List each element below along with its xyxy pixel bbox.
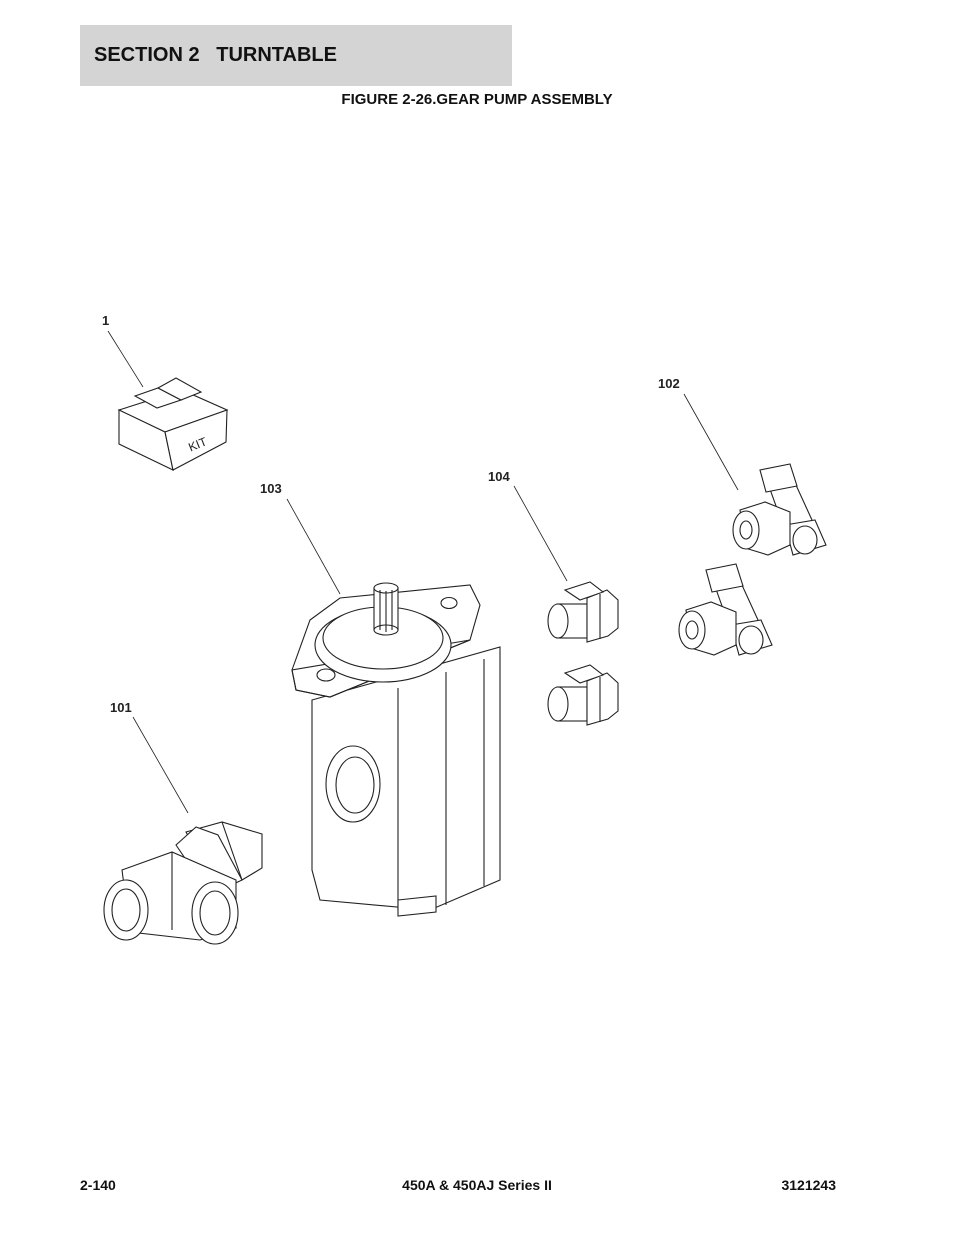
callout-small-tee: 102 <box>658 376 680 391</box>
small-tee-fitting-upper <box>732 463 827 556</box>
footer-part-number: 3121243 <box>781 1177 836 1193</box>
leader-line-adapter <box>513 485 568 582</box>
section-header: SECTION 2 TURNTABLE <box>80 25 512 86</box>
kit-label: KIT <box>186 434 209 454</box>
leader-line-kit <box>107 330 144 388</box>
gear-pump-illustration <box>291 582 501 917</box>
adapter-fitting-upper <box>547 581 619 643</box>
leader-line-large-tee <box>132 716 189 814</box>
section-title: SECTION 2 TURNTABLE <box>94 44 337 66</box>
figure-title: FIGURE 2-26.GEAR PUMP ASSEMBLY <box>341 91 613 108</box>
callout-large-tee: 101 <box>110 700 132 715</box>
leader-line-small-tee <box>683 393 739 491</box>
large-tee-fitting-illustration <box>103 821 263 945</box>
leader-line-gear-pump <box>286 498 341 595</box>
callout-gear-pump: 103 <box>260 481 282 496</box>
footer-model: 450A & 450AJ Series II <box>402 1177 552 1193</box>
kit-box-illustration: KIT <box>117 377 229 471</box>
adapter-fitting-lower <box>547 664 619 726</box>
callout-kit: 1 <box>102 313 110 328</box>
small-tee-fitting-lower <box>678 563 773 656</box>
callout-adapter-fitting: 104 <box>488 469 510 484</box>
footer-page-number: 2-140 <box>80 1177 116 1193</box>
